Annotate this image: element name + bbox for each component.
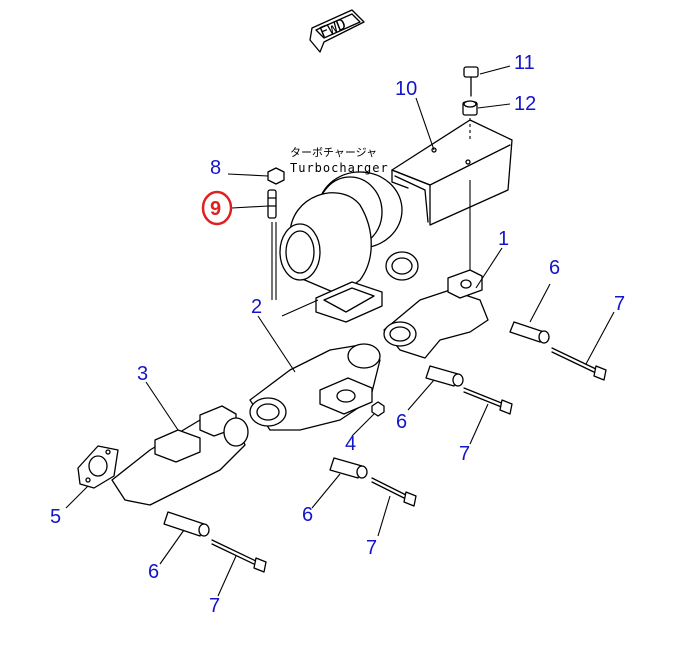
nut-8-part (267, 167, 285, 185)
spacer-6d-part (163, 511, 210, 537)
callout-7-lower-left: 7 (209, 595, 220, 617)
callout-9-highlight-ring (201, 190, 233, 226)
bolt-7d-part (211, 539, 267, 573)
bolt-7b-part (463, 387, 513, 415)
callout-10: 10 (395, 78, 417, 100)
turbocharger-label-en: Turbocharger (290, 161, 389, 175)
turbocharger-part (279, 171, 419, 323)
callout-7-lower: 7 (366, 537, 377, 559)
callout-6-lower-left: 6 (148, 561, 159, 583)
spacer-6a-part (509, 321, 550, 344)
callout-6-middle: 6 (396, 411, 407, 433)
callout-7-upper-right: 7 (614, 293, 625, 315)
leader-lines (65, 65, 615, 597)
bolt-7c-part (371, 477, 417, 507)
callout-8: 8 (210, 157, 221, 179)
spacer-6c-part (329, 457, 368, 479)
forward-direction-arrow: FWD (309, 9, 365, 53)
gasket-5-part (77, 445, 119, 489)
callout-11: 11 (514, 52, 535, 74)
callout-6-upper-right: 6 (549, 257, 560, 279)
heat-shield-part (391, 119, 513, 226)
exhaust-manifold-3-part (111, 405, 249, 506)
nut-4-part (371, 401, 385, 417)
callout-6-lower: 6 (302, 504, 313, 526)
callout-12: 12 (514, 93, 536, 115)
bolt-7a-part (551, 347, 607, 381)
callout-4: 4 (345, 433, 356, 455)
spacer-6b-part (425, 365, 464, 387)
callout-3: 3 (137, 363, 148, 385)
stud-9-part (267, 189, 277, 300)
exhaust-manifold-2-part (249, 343, 381, 431)
callout-5: 5 (50, 506, 61, 528)
callout-7-middle: 7 (459, 443, 470, 465)
turbocharger-label-jp: ターボチャージャ (290, 146, 377, 159)
exhaust-manifold-1-part (383, 269, 489, 359)
bolt-11-part (462, 66, 479, 290)
callout-9: 9 (210, 198, 221, 220)
callout-2: 2 (251, 296, 262, 318)
callout-1: 1 (498, 228, 509, 250)
